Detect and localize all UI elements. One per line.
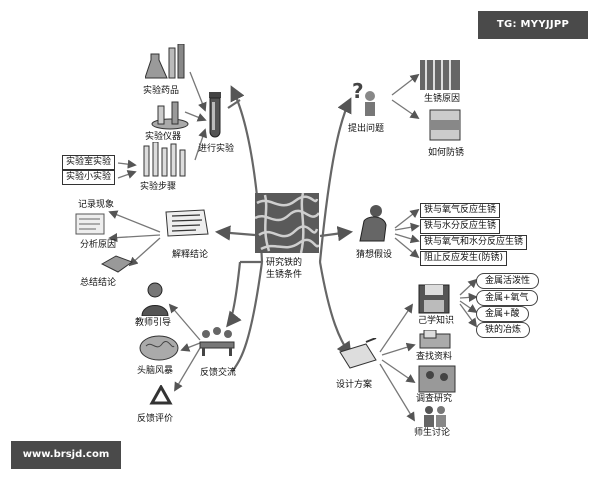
investigation-icon bbox=[418, 365, 456, 393]
recycle-icon bbox=[149, 385, 173, 405]
rusty-iron-image bbox=[255, 193, 319, 253]
label-record-phenomena: 记录现象 bbox=[78, 200, 115, 210]
label-analyze-causes: 分析原因 bbox=[80, 240, 117, 250]
oval-metal-oxygen: 金属+氧气 bbox=[476, 290, 538, 306]
label-prevent-rust: 如何防锈 bbox=[428, 148, 465, 158]
box-lab-experiment: 实验室实验 bbox=[62, 155, 116, 170]
label-investigation: 调查研究 bbox=[416, 394, 453, 404]
center-title-line1: 研究铁的 bbox=[266, 258, 303, 268]
chemicals-icon bbox=[145, 44, 185, 79]
discussion-group-icon bbox=[199, 327, 235, 356]
box-hypothesis-water: 铁与水分反应生锈 bbox=[420, 219, 501, 234]
center-title-line2: 生锈条件 bbox=[266, 270, 303, 280]
label-summarize-conclusion: 总结结论 bbox=[80, 278, 117, 288]
label-chemicals: 实验药品 bbox=[143, 86, 180, 96]
thinker-icon bbox=[359, 205, 387, 242]
design-plan-icon bbox=[339, 338, 377, 369]
scroll-document-icon bbox=[165, 209, 209, 237]
branch-feedback-exchange: 反馈交流 bbox=[200, 368, 237, 378]
branch-ask-question: 提出问题 bbox=[348, 124, 385, 134]
watermark-bottom-left: www.brsjd.com bbox=[11, 441, 121, 469]
test-tube-icon bbox=[209, 92, 221, 138]
paint-can-icon bbox=[429, 109, 461, 141]
teacher-student-icon bbox=[424, 406, 446, 427]
box-hypothesis-oxygen: 铁与氧气反应生锈 bbox=[420, 203, 501, 218]
branch-design-plan: 设计方案 bbox=[336, 380, 373, 390]
floppy-disk-icon bbox=[418, 284, 450, 314]
watermark-top-right: TG: MYYJJPP bbox=[478, 11, 588, 39]
box-hypothesis-prevent: 阻止反应发生(防锈) bbox=[420, 251, 508, 266]
lab-equipment-icon bbox=[151, 101, 189, 130]
label-feedback-evaluation: 反馈评价 bbox=[137, 414, 174, 424]
oval-metal-acid: 金属+酸 bbox=[476, 306, 529, 322]
box-small-experiment: 实验小实验 bbox=[62, 170, 116, 185]
label-prior-knowledge: 己学知识 bbox=[418, 316, 455, 326]
records-icon bbox=[75, 213, 105, 235]
label-rust-cause: 生锈原因 bbox=[424, 94, 461, 104]
branch-hypothesis: 猜想假设 bbox=[356, 250, 393, 260]
label-brainstorm: 头脑风暴 bbox=[137, 366, 174, 376]
box-hypothesis-oxygen-water: 铁与氧气和水分反应生锈 bbox=[420, 235, 528, 250]
question-figure-icon: ? bbox=[352, 79, 375, 116]
rust-cause-icon bbox=[420, 60, 460, 90]
branch-conduct-experiment: 进行实验 bbox=[198, 144, 235, 154]
label-teacher-student-discussion: 师生讨论 bbox=[414, 428, 451, 438]
lab-steps-icon bbox=[143, 142, 186, 177]
svg-text:?: ? bbox=[352, 79, 364, 103]
branch-explain-conclusion: 解释结论 bbox=[172, 250, 209, 260]
teacher-icon bbox=[141, 282, 169, 316]
oval-metal-activity: 金属活泼性 bbox=[476, 273, 540, 289]
oval-iron-smelting: 铁的冶炼 bbox=[476, 322, 531, 338]
label-teacher-guidance: 教师引导 bbox=[135, 318, 172, 328]
label-lab-equipment: 实验仪器 bbox=[145, 132, 182, 142]
label-lab-steps: 实验步骤 bbox=[140, 182, 177, 192]
conclusion-icon bbox=[100, 255, 134, 273]
brain-icon bbox=[139, 335, 179, 361]
research-materials-icon bbox=[419, 330, 451, 349]
label-search-materials: 查找资料 bbox=[416, 352, 453, 362]
